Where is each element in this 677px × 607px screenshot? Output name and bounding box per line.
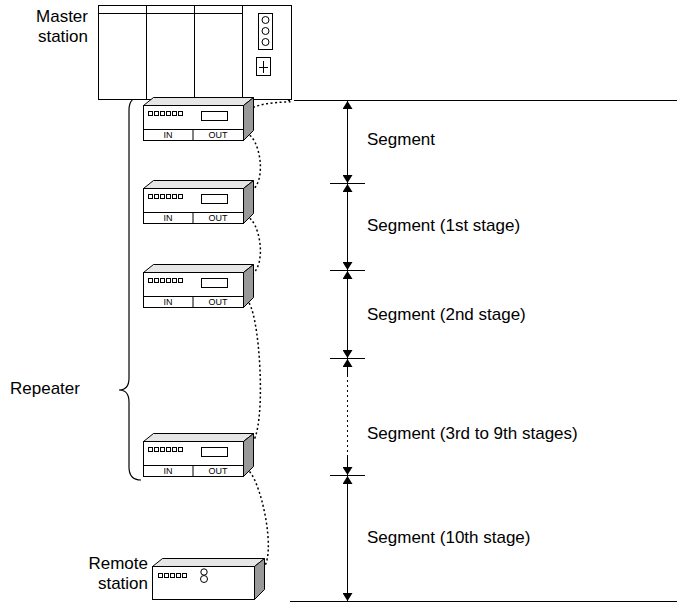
station-label: Remote station — [72, 554, 148, 594]
repeater-box: INOUT — [143, 264, 254, 308]
repeater-box: INOUT — [143, 97, 254, 141]
segment-label: Segment (3rd to 9th stages) — [365, 424, 580, 444]
repeater-box: INOUT — [143, 433, 254, 477]
cable — [246, 469, 268, 570]
repeater-box: INOUT — [143, 180, 254, 224]
port-label: IN — [143, 213, 193, 223]
segment-label: Segment — [365, 130, 437, 150]
port-label: OUT — [193, 297, 243, 307]
station-label: Master station — [8, 7, 88, 47]
segment-label: Segment (10th stage) — [365, 528, 532, 548]
device-outline — [152, 558, 265, 600]
port-label: OUT — [193, 466, 243, 476]
device-outline — [143, 97, 254, 141]
master-station-box: Master station — [98, 5, 292, 100]
device-outline — [143, 433, 254, 477]
device-outline — [143, 264, 254, 308]
device-outline — [143, 180, 254, 224]
cable — [250, 100, 291, 109]
port-label: OUT — [193, 213, 243, 223]
cable — [246, 300, 260, 445]
repeater-label: Repeater — [8, 379, 82, 399]
port-label: IN — [143, 130, 193, 140]
segment-label: Segment (2nd stage) — [365, 305, 528, 325]
repeater-brace — [119, 97, 141, 480]
segment-label: Segment (1st stage) — [365, 216, 522, 236]
port-label: IN — [143, 297, 193, 307]
port-label: OUT — [193, 130, 243, 140]
device-outline — [98, 5, 292, 100]
remote-station-box: Remote station — [152, 558, 265, 600]
port-label: IN — [143, 466, 193, 476]
